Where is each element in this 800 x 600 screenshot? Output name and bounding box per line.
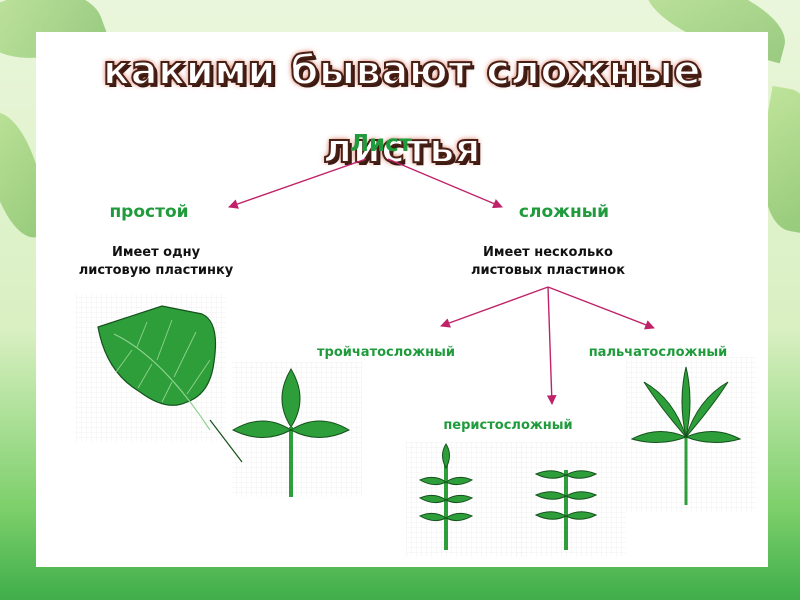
ternate-leaf-illustration (231, 368, 351, 497)
slide-panel: какими бывают сложные листья Лист просто… (36, 32, 768, 567)
pinnate-leaf-illustration (418, 443, 474, 550)
arrow-compound-to-ternate (440, 286, 549, 328)
simple-leaf-label: простой (109, 202, 188, 222)
grid-background (516, 442, 626, 557)
root-label: Лист (350, 131, 413, 157)
arrow-compound-to-palmate (547, 286, 655, 330)
pinnate-leaf-illustration (534, 470, 598, 550)
arrow-compound-to-pinnate (546, 286, 557, 405)
palmate-type-label: пальчатосложный (589, 345, 728, 360)
palmate-leaf-illustration (630, 366, 742, 505)
leaf-classification-diagram: Лист простой сложный Имеет одну листовую… (76, 131, 756, 557)
simple-description-line1: Имеет одну (112, 245, 201, 260)
arrow-root-to-simple (228, 158, 367, 209)
simple-leaf-illustration (97, 305, 243, 463)
compound-description-line2: листовых пластинок (471, 263, 625, 278)
simple-description-line2: листовую пластинку (79, 263, 234, 278)
compound-leaf-label: сложный (519, 202, 609, 222)
pinnate-type-label: перистосложный (443, 418, 572, 433)
slide-title: какими бывают сложные листья (102, 47, 702, 173)
arrow-root-to-compound (387, 158, 503, 209)
ternate-type-label: тройчатосложный (317, 345, 455, 360)
compound-description-line1: Имеет несколько (483, 245, 613, 260)
